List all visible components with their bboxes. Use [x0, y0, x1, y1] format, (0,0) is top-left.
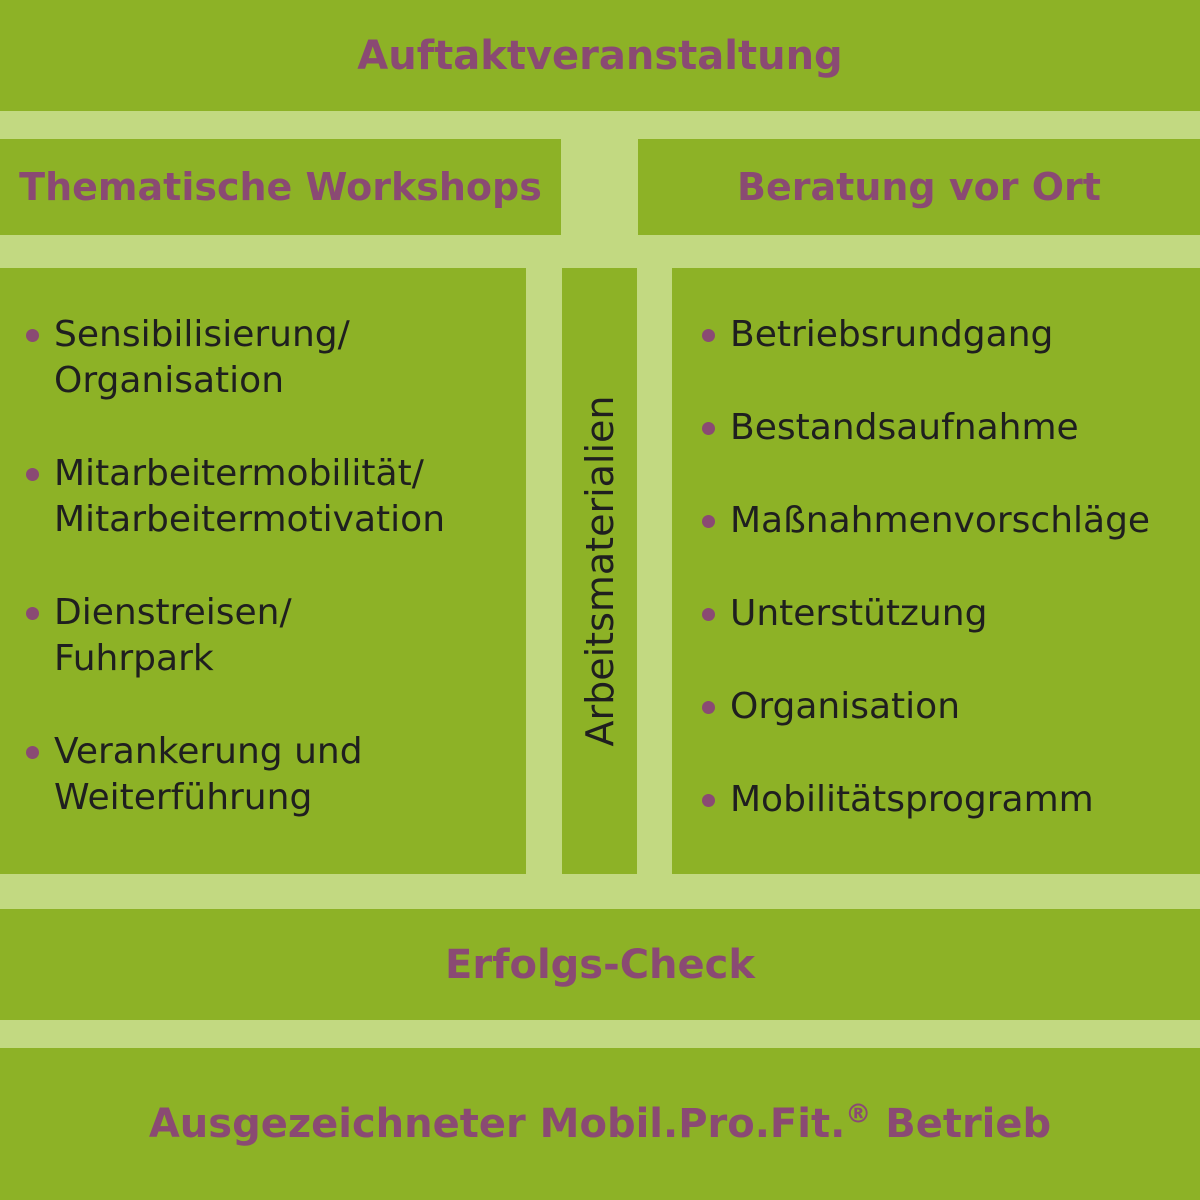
workshops-title: Thematische Workshops — [19, 165, 542, 209]
arbeitsmaterialien-label: Arbeitsmaterialien — [577, 395, 622, 747]
bullet-dot — [26, 468, 39, 481]
workshops-list: Sensibilisierung/ Organisation Mitarbeit… — [24, 312, 445, 821]
item-text: Bestandsaufnahme — [730, 407, 1079, 448]
list-item: Sensibilisierung/ Organisation — [24, 312, 445, 404]
bottom-banner: Ausgezeichneter Mobil.Pro.Fit.® Betrieb — [0, 1048, 1200, 1200]
list-item: Mobilitätsprogramm — [700, 777, 1150, 823]
list-item: Mitarbeitermobilität/ Mitarbeitermotivat… — [24, 451, 445, 543]
item-text: Mobilitätsprogramm — [730, 779, 1094, 820]
bullet-dot — [702, 515, 715, 528]
bullet-dot — [26, 746, 39, 759]
bottom-title-part2: Betrieb — [871, 1101, 1052, 1147]
item-line: Dienstreisen/ — [54, 592, 292, 633]
beratung-header: Beratung vor Ort — [638, 139, 1200, 235]
list-item: Maßnahmenvorschläge — [700, 498, 1150, 544]
arbeitsmaterialien-column: Arbeitsmaterialien — [562, 268, 637, 874]
erfolgs-check-title: Erfolgs-Check — [445, 941, 755, 988]
erfolgs-check-banner: Erfolgs-Check — [0, 909, 1200, 1020]
item-line: Mitarbeitermobilität/ — [54, 453, 424, 494]
top-banner-title: Auftaktveranstaltung — [357, 32, 843, 79]
bottom-banner-wrap: Ausgezeichneter Mobil.Pro.Fit.® Betrieb — [0, 1048, 1200, 1200]
item-line: Fuhrpark — [54, 638, 214, 679]
item-text: Betriebsrundgang — [730, 314, 1054, 355]
list-item: Unterstützung — [700, 591, 1150, 637]
beratung-list: Betriebsrundgang Bestandsaufnahme Maßnah… — [700, 312, 1150, 823]
workshops-header-wrap: Thematische Workshops — [0, 139, 561, 235]
bullet-dot — [26, 607, 39, 620]
erfolgs-check-wrap: Erfolgs-Check — [0, 909, 1200, 1020]
workshops-header: Thematische Workshops — [0, 139, 561, 235]
list-item: Betriebsrundgang — [700, 312, 1150, 358]
beratung-title: Beratung vor Ort — [737, 165, 1101, 209]
bullet-dot — [702, 701, 715, 714]
beratung-panel — [672, 268, 1200, 874]
item-text: Maßnahmenvorschläge — [730, 500, 1151, 541]
item-line: Sensibilisierung/ — [54, 314, 350, 355]
workshops-panel: Sensibilisierung/ Organisation Mitarbeit… — [0, 268, 526, 874]
item-text: Unterstützung — [730, 593, 988, 634]
list-item: Organisation — [700, 684, 1150, 730]
list-item: Dienstreisen/ Fuhrpark — [24, 590, 445, 682]
bullet-dot — [26, 329, 39, 342]
bottom-banner-title: Ausgezeichneter Mobil.Pro.Fit.® Betrieb — [149, 1101, 1051, 1147]
item-line: Weiterführung — [54, 777, 313, 818]
item-line: Organisation — [54, 360, 285, 401]
list-item: Bestandsaufnahme — [700, 405, 1150, 451]
item-line: Verankerung und — [54, 731, 363, 772]
top-banner-title-wrap: Auftaktveranstaltung — [0, 0, 1200, 111]
bottom-title-part1: Ausgezeichneter Mobil.Pro.Fit. — [148, 1101, 846, 1147]
bullet-dot — [702, 794, 715, 807]
bullet-dot — [702, 608, 715, 621]
top-banner: Auftaktveranstaltung — [0, 0, 1200, 111]
registered-mark: ® — [845, 1099, 872, 1130]
item-text: Organisation — [730, 686, 961, 727]
item-line: Mitarbeitermotivation — [54, 499, 446, 540]
beratung-header-wrap: Beratung vor Ort — [638, 139, 1200, 235]
list-item: Verankerung und Weiterführung — [24, 729, 445, 821]
bullet-dot — [702, 329, 715, 342]
bullet-dot — [702, 422, 715, 435]
